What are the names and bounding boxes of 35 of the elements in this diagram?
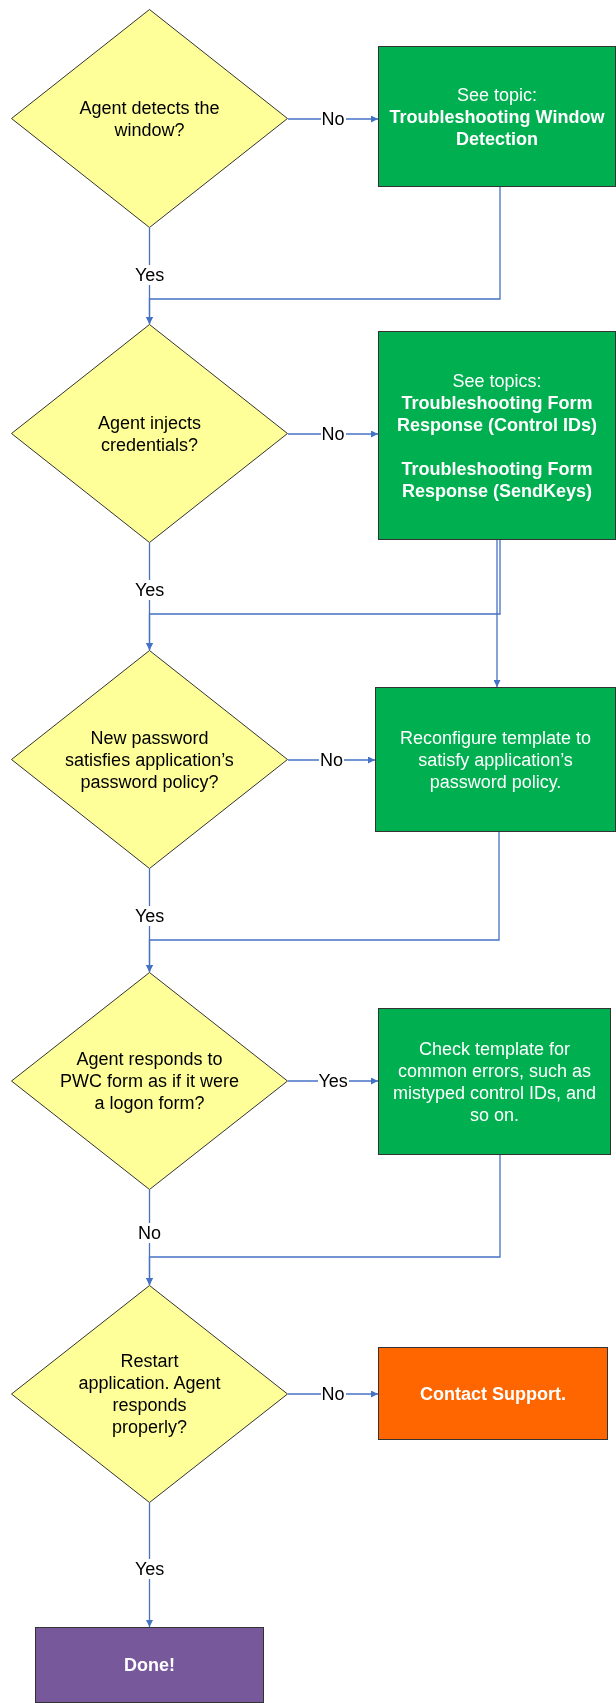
step-text: Troubleshooting Form Response (Control IDs) — [396, 391, 598, 436]
edge-label: Yes — [134, 906, 166, 926]
process-box — [378, 1347, 608, 1440]
step-text: Restart application. Agent responds properly? — [77, 1350, 222, 1438]
step-text: Agent injects credentials? — [96, 411, 203, 456]
decision-diamond — [11, 324, 288, 543]
step-text: Agent responds to PWC form as if it were a logon form? — [59, 1048, 240, 1114]
step-text: Agent detects the window? — [78, 96, 221, 141]
edge-label: Yes — [134, 1559, 166, 1579]
decision-diamond — [11, 650, 288, 869]
edge-label: Yes — [134, 580, 166, 600]
step-text: Check template for common errors, such as mistyped control IDs, and so on. — [391, 1037, 598, 1126]
process-box — [375, 687, 616, 832]
heading-text: See topics: — [452, 369, 542, 392]
edge-label: Yes — [134, 265, 166, 285]
arrow — [146, 1154, 501, 1286]
process-box — [35, 1627, 264, 1703]
process-box — [378, 1008, 611, 1155]
step-text: Troubleshooting Form Response (SendKeys) — [400, 457, 594, 502]
step-text: Troubleshooting Window Detection — [388, 105, 606, 150]
decision-diamond — [11, 1285, 288, 1503]
step-text: New password satisfies application’s password policy? — [64, 726, 235, 793]
decision-diamond — [11, 972, 288, 1190]
step-text: Contact Support. — [420, 1382, 566, 1405]
edge-label: No — [137, 1223, 162, 1243]
arrow — [146, 539, 501, 651]
heading-text: See topic: — [456, 83, 538, 106]
arrow — [493, 539, 501, 688]
process-box — [378, 331, 616, 540]
decision-diamond — [11, 9, 288, 228]
arrow — [146, 831, 500, 973]
arrow — [146, 186, 501, 325]
step-text: Reconfigure template to satisfy application’s password policy. — [398, 726, 593, 793]
process-box — [378, 46, 616, 187]
step-text: Done! — [124, 1654, 175, 1676]
